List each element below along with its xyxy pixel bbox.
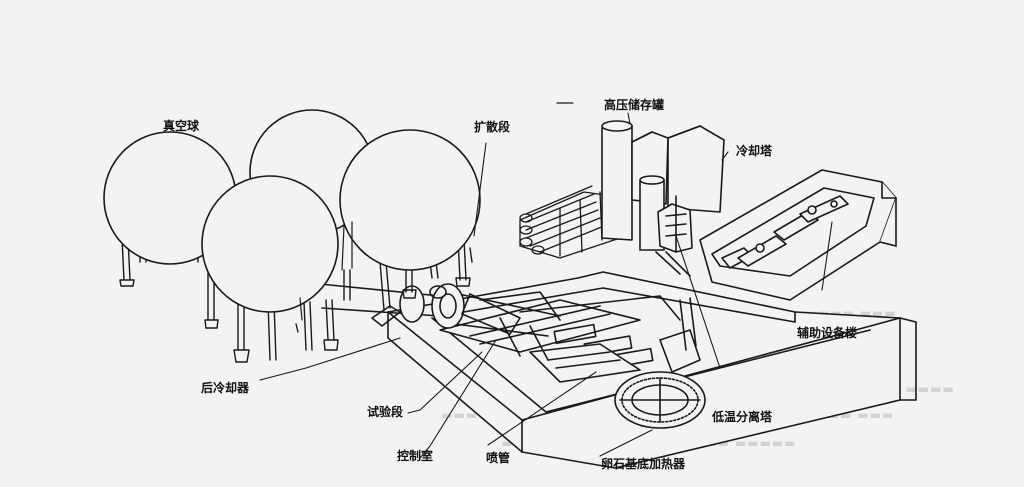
high-pressure-tanks [519,185,627,259]
label-high-pressure-tanks: 高压储存罐 [604,98,665,112]
leader-lines [259,112,833,459]
label-cryogenic-separator: 低温分离塔 [712,410,773,424]
vertical-cylinder [601,120,633,241]
cryogenic-separator [639,175,693,277]
auxiliary-building [699,169,897,301]
label-test-section: 试验段 [367,405,404,419]
tunnel-hardware [439,291,701,383]
label-vacuum-spheres: 真空球 [163,119,200,133]
pebble-bed-heater [614,371,706,429]
label-control-room: 控制室 [397,449,434,463]
label-pebble-bed-heater: 卵石基底加热器 [601,457,686,471]
label-aftercooler: 后冷却器 [201,381,250,395]
label-auxiliary-building: 辅助设备楼 [797,326,858,340]
label-cooling-tower: 冷却塔 [736,144,773,158]
vacuum-sphere [201,175,339,313]
vacuum-sphere [339,129,481,271]
vacuum-spheres [103,109,481,313]
label-nozzle: 喷管 [486,451,511,465]
sphere-ribs [299,221,353,321]
label-diffuser: 扩散段 [474,120,511,134]
